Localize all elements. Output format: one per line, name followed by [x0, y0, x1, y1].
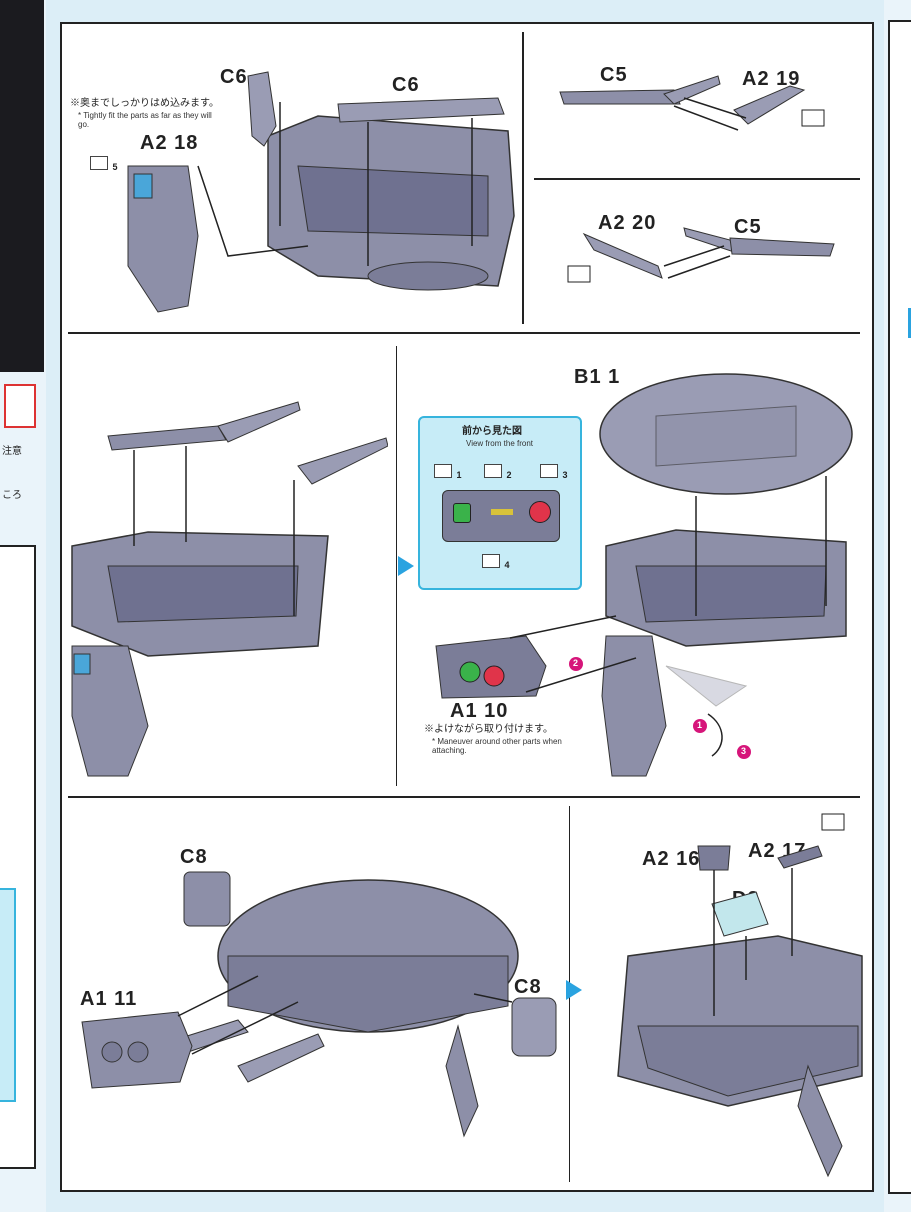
step-number-3: 3	[741, 746, 747, 756]
part-label-c6-b: C6	[392, 74, 420, 96]
part-label-a2-19: A2 19	[742, 68, 801, 90]
step-bottom-left-illustration	[81, 871, 557, 1138]
step-top-right-lower-illustration	[567, 227, 835, 283]
part-label-c5-a: C5	[600, 64, 628, 86]
divider-mid-vertical	[396, 346, 397, 786]
left-callout	[0, 888, 16, 1102]
step-number-1: 1	[697, 720, 703, 730]
left-text-1: 注意	[2, 446, 22, 457]
step-bottom-right-illustration	[617, 813, 863, 1178]
front-view-title: 前から見た図	[462, 426, 522, 437]
part-label-b1-1: B1 1	[574, 366, 621, 388]
part-label-c8-b: C8	[514, 976, 542, 998]
step-middle-right: B1 1 A1 10 前から見た図 View from the front 1 …	[416, 346, 866, 786]
front-view-callout: 前から見た図 View from the front 1 2 3 4	[418, 416, 582, 590]
part-label-c5-b: C5	[734, 216, 762, 238]
left-warning-box	[4, 384, 36, 428]
front-view-part	[442, 490, 560, 542]
marker-tag-5: 5	[90, 156, 117, 175]
step-top-right-upper-illustration	[559, 75, 825, 131]
step-top-left-illustration	[127, 71, 515, 313]
marker-tag-2: 2	[484, 464, 511, 483]
right-page-strip	[884, 0, 911, 1212]
step-middle-left-illustration	[71, 401, 388, 777]
left-dark-panel	[0, 0, 44, 372]
part-label-a2-16: A2 16	[642, 848, 701, 870]
step-middle-left	[68, 346, 388, 786]
step-bottom-right: A2 16 A2 17 D2	[578, 806, 864, 1186]
step-number-2: 2	[573, 658, 579, 668]
part-label-c8-a: C8	[180, 846, 208, 868]
divider-top-vertical	[522, 32, 524, 324]
step-middle-right-illustration	[435, 373, 853, 777]
step-bottom-left: C8 A1 11 C8	[68, 806, 562, 1186]
front-view-subtitle: View from the front	[466, 439, 533, 448]
step-top-right-lower: A2 20 C5	[534, 194, 864, 324]
part-label-c6-a: C6	[220, 66, 248, 88]
part-label-a1-10: A1 10	[450, 700, 509, 722]
part-label-a1-11: A1 11	[80, 988, 138, 1010]
marker-tag-4: 4	[482, 554, 509, 573]
divider-top-right	[534, 178, 860, 180]
part-label-a2-20: A2 20	[598, 212, 657, 234]
marker-tag-5-number: 5	[112, 162, 118, 172]
fit-note-en: * Tightly fit the parts as far as they w…	[78, 111, 212, 129]
fit-note-jp: ※奥までしっかりはめ込みます。	[70, 98, 219, 109]
step-top-right-upper: C5 A2 19	[534, 40, 864, 170]
left-text-2: ころ	[2, 490, 22, 501]
part-label-a2-18: A2 18	[140, 132, 199, 154]
next-step-arrow-2	[566, 980, 582, 1000]
left-page-strip: 注意 ころ	[0, 0, 46, 1212]
attach-note-jp: ※よけながら取り付けます。	[424, 724, 553, 735]
next-step-arrow-1	[398, 556, 414, 576]
marker-tag-1: 1	[434, 464, 461, 483]
step-top-left: C6 C6 A2 18 ※奥までしっかりはめ込みます。 * Tightly fi…	[68, 36, 518, 326]
marker-tag-3: 3	[540, 464, 567, 483]
divider-row1	[68, 332, 860, 334]
right-accent	[908, 308, 911, 338]
attach-note-en: * Maneuver around other parts when attac…	[432, 737, 562, 755]
right-box	[888, 20, 911, 1194]
divider-row2	[68, 796, 860, 798]
